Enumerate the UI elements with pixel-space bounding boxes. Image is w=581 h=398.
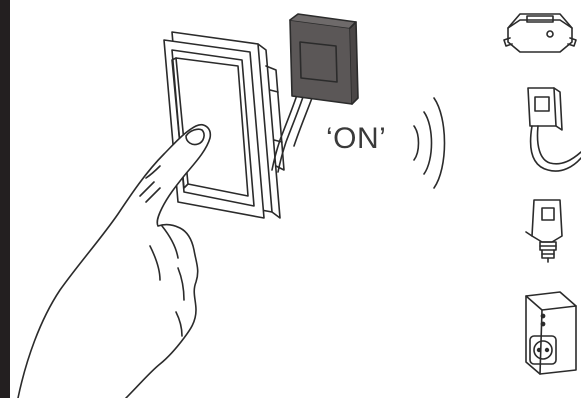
ceiling-receiver-icon	[504, 14, 576, 52]
plug-in-receiver-icon	[528, 88, 581, 171]
hand-pressing-icon	[18, 125, 210, 398]
bulb-socket-receiver-icon	[526, 200, 562, 262]
wall-socket-receiver-icon	[526, 292, 576, 374]
signal-waves-icon	[414, 98, 445, 188]
wall-switch-icon	[164, 32, 284, 218]
signal-on-label: ‘ON’	[326, 122, 386, 156]
receiver-module-icon	[290, 14, 358, 104]
